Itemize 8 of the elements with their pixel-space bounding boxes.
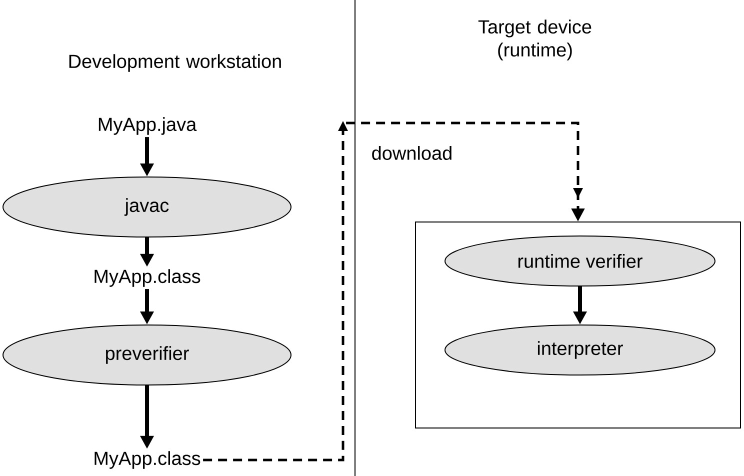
section-heading: Target device (runtime): [478, 20, 592, 60]
dashed-arrow: [203, 121, 585, 462]
section-heading: Development workstation: [69, 54, 281, 72]
device-box: [415, 221, 741, 428]
file-name: MyApp.java: [98, 117, 197, 135]
edge-label: download: [372, 146, 452, 160]
file-name: MyApp.class: [94, 269, 200, 287]
file-name: MyApp.class: [94, 451, 200, 469]
